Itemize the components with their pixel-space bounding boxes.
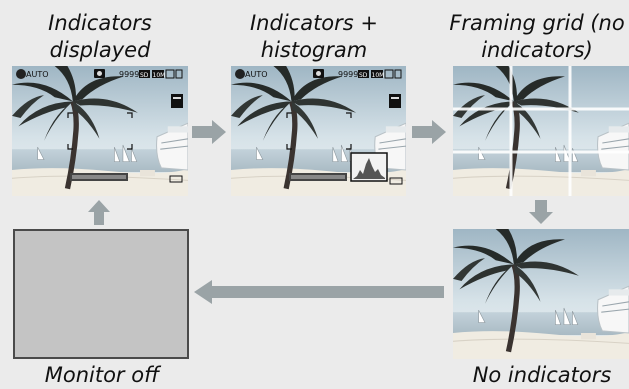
arrow-right-1 <box>190 118 228 146</box>
screen-no-indicators <box>453 229 629 359</box>
screen-indicators-histogram: AUTO 9999 SD 10M <box>231 66 406 196</box>
arrow-right-2 <box>410 118 448 146</box>
caption-no-indicators: No indicators <box>472 363 612 387</box>
screen-indicators-displayed: AUTO 9999 SD 10M <box>12 66 188 196</box>
caption-indicators-histogram: Indicators +histogram <box>249 11 378 62</box>
caption-monitor-off: Monitor off <box>44 363 160 387</box>
screen-framing-grid <box>453 66 629 196</box>
arrow-down <box>527 198 555 226</box>
screen-monitor-off <box>13 229 189 359</box>
arrow-left <box>192 278 446 306</box>
arrow-up <box>86 198 112 227</box>
